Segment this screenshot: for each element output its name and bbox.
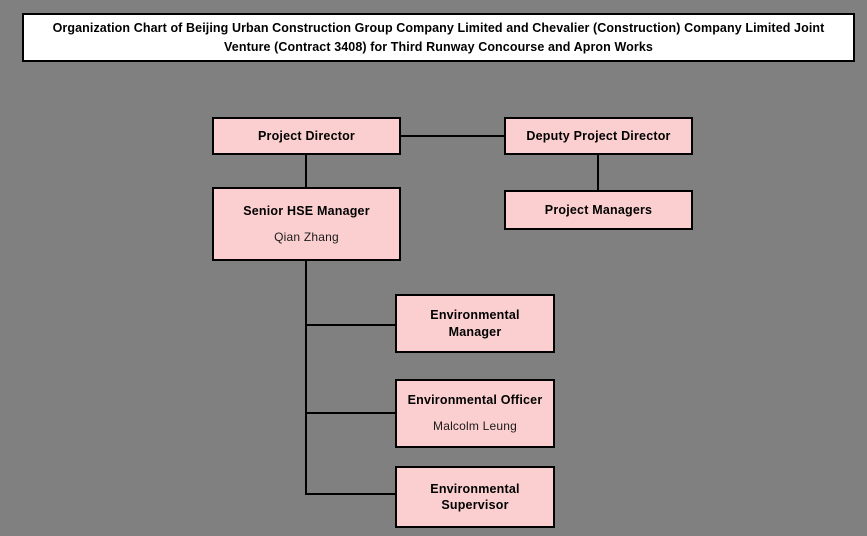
node-deputy-project-director-role: Deputy Project Director	[526, 128, 671, 143]
chart-title-box: Organization Chart of Beijing Urban Cons…	[22, 13, 855, 62]
node-senior-hse-manager-person: Qian Zhang	[274, 229, 339, 244]
node-environmental-supervisor[interactable]: Environmental Supervisor	[395, 466, 555, 528]
node-environmental-supervisor-role-line-2: Supervisor	[441, 498, 509, 512]
connector-director-to-hse	[305, 154, 307, 187]
node-deputy-project-director[interactable]: Deputy Project Director	[504, 117, 693, 155]
node-project-director[interactable]: Project Director	[212, 117, 401, 155]
connector-branch-environmental-manager	[305, 324, 397, 326]
chart-title-text: Organization Chart of Beijing Urban Cons…	[34, 19, 843, 55]
connector-hse-trunk	[305, 261, 307, 495]
connector-branch-environmental-officer	[305, 412, 397, 414]
node-environmental-manager-role-line-2: Manager	[448, 324, 502, 339]
node-project-managers-role: Project Managers	[544, 202, 653, 217]
node-environmental-officer-person: Malcolm Leung	[433, 419, 517, 434]
node-project-managers[interactable]: Project Managers	[504, 190, 693, 230]
connector-director-to-deputy	[401, 135, 505, 137]
chart-title-line-1: Organization Chart of Beijing Urban Cons…	[52, 21, 825, 36]
node-environmental-officer[interactable]: Environmental Officer Malcolm Leung	[395, 379, 555, 448]
chart-title-line-2: Venture (Contract 3408) for Third Runway…	[224, 39, 653, 54]
node-environmental-manager[interactable]: Environmental Manager	[395, 294, 555, 353]
node-senior-hse-manager[interactable]: Senior HSE Manager Qian Zhang	[212, 187, 401, 261]
node-project-director-role: Project Director	[258, 128, 355, 143]
connector-deputy-to-managers	[597, 154, 599, 190]
node-senior-hse-manager-role: Senior HSE Manager	[243, 203, 370, 218]
node-environmental-manager-role-line-1: Environmental	[430, 308, 520, 323]
node-environmental-officer-role: Environmental Officer	[407, 393, 543, 408]
node-environmental-supervisor-role-line-1: Environmental	[430, 481, 520, 496]
connector-branch-environmental-supervisor	[305, 493, 397, 495]
